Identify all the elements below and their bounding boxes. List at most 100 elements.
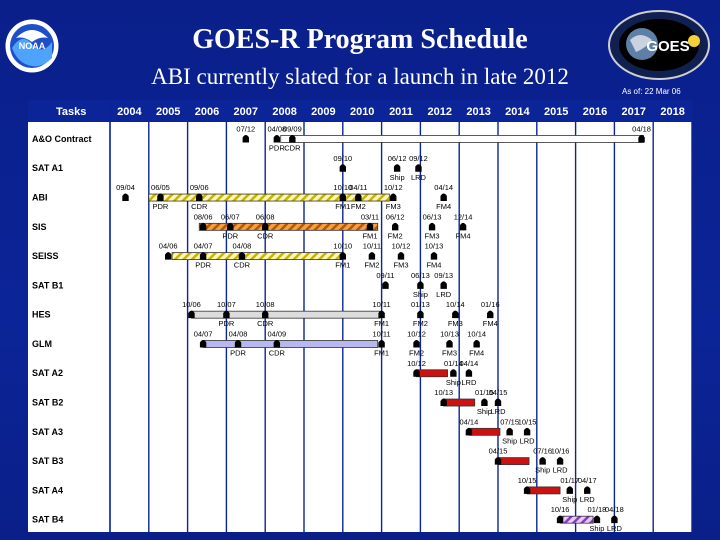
- milestone-date: 10/13: [434, 388, 453, 397]
- year-label: 2011: [389, 106, 413, 118]
- milestone-date: 06/13: [423, 212, 442, 221]
- milestone-marker: [506, 427, 513, 436]
- milestone-label: CDR: [269, 348, 286, 357]
- milestone-date: 06/13: [411, 271, 430, 280]
- task-bar: [559, 515, 594, 524]
- milestone-label: LRD: [580, 495, 596, 504]
- milestone-label: Ship: [535, 466, 550, 475]
- year-label: 2013: [466, 106, 490, 118]
- milestone-date: 01/13: [411, 300, 430, 309]
- milestone-date: 04/14: [460, 417, 479, 426]
- milestone-label: CDR: [257, 319, 274, 328]
- milestone-date: 09/06: [190, 183, 209, 192]
- milestone-date: 04/08: [267, 124, 286, 133]
- milestone-date: 10/12: [407, 329, 426, 338]
- milestone-date: 10/10: [333, 183, 352, 192]
- milestone-date: 10/14: [467, 329, 486, 338]
- milestone-date: 06/07: [221, 212, 240, 221]
- task-name: SIS: [32, 222, 47, 232]
- milestone-marker: [440, 193, 447, 202]
- milestone-marker: [459, 222, 467, 231]
- milestone-date: 10/11: [372, 300, 390, 309]
- task-bar: [497, 457, 530, 466]
- milestone-date: 04/11: [349, 183, 367, 192]
- milestone-marker: [481, 398, 488, 407]
- milestone-date: 04/15: [489, 447, 508, 456]
- noaa-logo: NOAA: [5, 19, 59, 73]
- milestone-date: 04/17: [578, 476, 597, 485]
- task-bar: [280, 135, 644, 143]
- milestone-label: FM1: [362, 231, 377, 240]
- milestone-label: PDR: [222, 231, 238, 240]
- year-label: 2017: [622, 106, 646, 118]
- goes-logo-text: GOES: [646, 38, 689, 55]
- milestone-date: 01/16: [481, 300, 500, 309]
- milestone-marker: [413, 369, 420, 377]
- milestone-marker: [390, 193, 397, 202]
- milestone-label: FM3: [386, 202, 401, 211]
- milestone-marker: [366, 222, 374, 231]
- milestone-label: LRD: [436, 290, 452, 299]
- milestone-date: 04/09: [267, 329, 286, 338]
- milestone-date: 04/15: [489, 388, 508, 397]
- milestone-marker: [378, 339, 385, 348]
- milestone-label: CDR: [234, 261, 251, 270]
- milestone-date: 06/05: [151, 183, 170, 192]
- task-bar: [202, 340, 379, 348]
- milestone-marker: [415, 164, 422, 172]
- milestone-label: LRD: [461, 378, 477, 387]
- milestone-date: 04/08: [229, 329, 248, 338]
- year-label: 2009: [311, 106, 335, 118]
- milestone-marker: [393, 164, 401, 172]
- milestone-marker: [238, 252, 246, 260]
- milestone-label: Ship: [502, 436, 517, 445]
- milestone-marker: [473, 339, 480, 348]
- milestone-label: LRD: [490, 407, 506, 416]
- milestone-label: FM4: [483, 319, 498, 328]
- year-label: 2018: [660, 106, 684, 118]
- milestone-date: 09/12: [409, 154, 428, 163]
- milestone-marker: [199, 252, 207, 260]
- milestone-label: FM4: [436, 202, 451, 211]
- milestone-marker: [494, 398, 502, 407]
- milestone-date: 06/08: [256, 212, 275, 221]
- milestone-date: 10/12: [392, 242, 411, 251]
- milestone-marker: [196, 193, 203, 202]
- milestone-marker: [339, 252, 346, 260]
- task-bar: [191, 310, 381, 319]
- milestone-label: PDR: [218, 319, 234, 328]
- task-bar: [526, 486, 561, 495]
- milestone-marker: [430, 252, 438, 260]
- milestone-label: Ship: [390, 173, 405, 182]
- milestone-marker: [428, 222, 436, 231]
- milestone-date: 10/15: [518, 476, 537, 485]
- task-name: GLM: [32, 339, 52, 349]
- milestone-marker: [465, 427, 473, 436]
- milestone-date: 04/18: [632, 124, 651, 133]
- milestone-label: PDR: [153, 202, 169, 211]
- milestone-label: FM1: [374, 319, 389, 328]
- milestone-label: CDR: [191, 202, 208, 211]
- milestone-date: 09/11: [376, 271, 394, 280]
- milestone-label: FM2: [364, 261, 379, 270]
- milestone-label: FM4: [469, 348, 484, 357]
- milestone-date: 10/13: [425, 242, 444, 251]
- milestone-label: FM3: [448, 319, 463, 328]
- milestone-date: 06/12: [388, 154, 407, 163]
- year-label: 2004: [117, 106, 142, 118]
- task-name: SAT A1: [32, 163, 63, 173]
- milestone-date: 10/16: [551, 505, 570, 514]
- milestone-marker: [339, 193, 346, 202]
- year-label: 2008: [272, 106, 296, 118]
- milestone-label: PDR: [195, 261, 211, 270]
- milestone-date: 04/14: [434, 183, 453, 192]
- milestone-marker: [188, 310, 195, 319]
- milestone-label: FM3: [394, 261, 409, 270]
- milestone-marker: [556, 515, 564, 524]
- task-name: SAT B4: [32, 515, 63, 525]
- milestone-marker: [262, 222, 269, 231]
- milestone-marker: [417, 281, 424, 289]
- milestone-date: 03/11: [361, 212, 379, 221]
- milestone-label: Ship: [446, 378, 461, 387]
